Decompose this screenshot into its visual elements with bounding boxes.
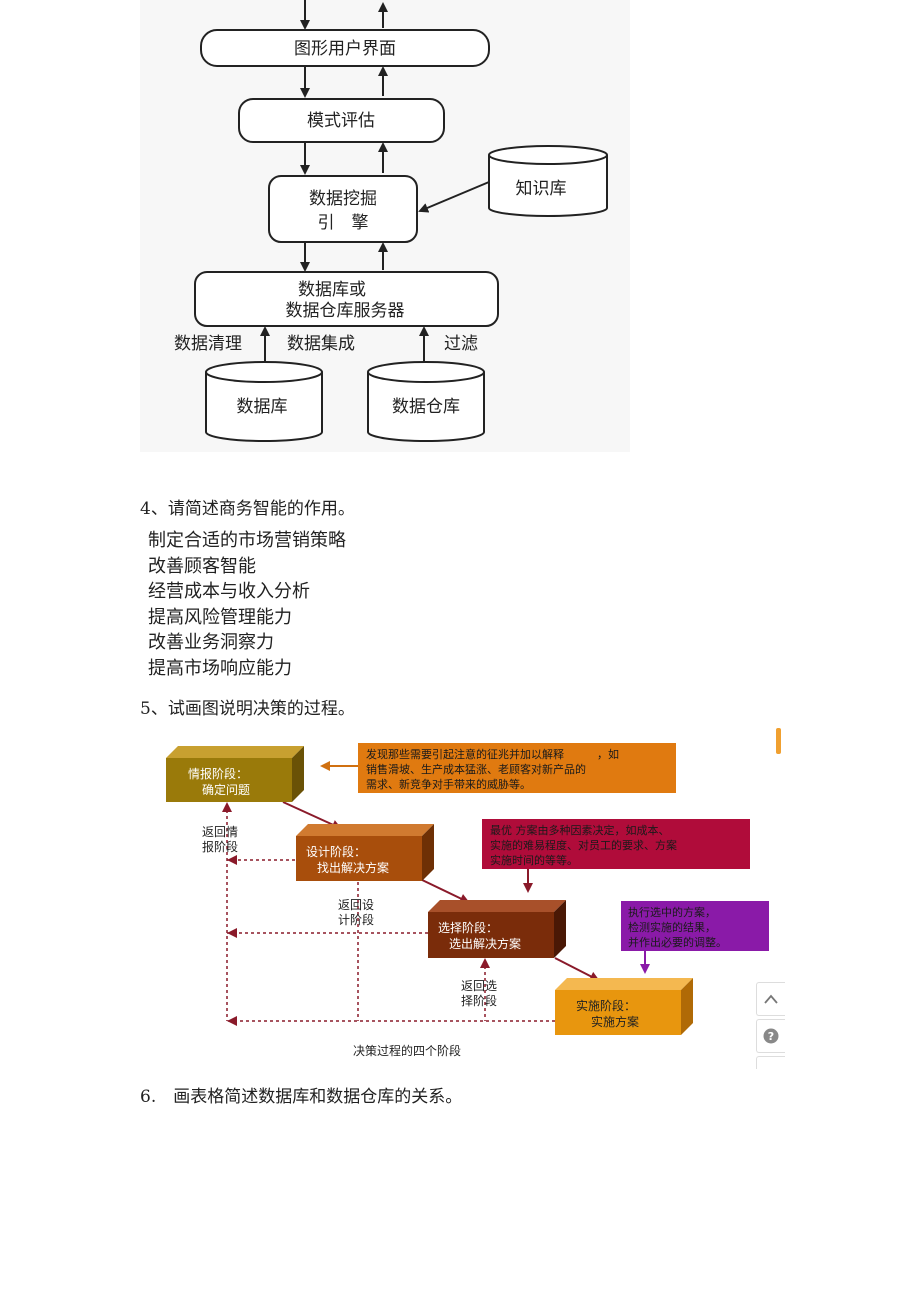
database-cylinder [205, 361, 323, 442]
gui-label: 图形用户界面 [294, 39, 396, 59]
list-item: 制定合适的市场营销策略 [148, 530, 346, 551]
integration-label: 数据集成 [287, 334, 355, 354]
filtering-label: 过滤 [444, 334, 478, 354]
return-intelligence-label-2: 报阶段 [202, 839, 238, 854]
knowledge-base-cylinder [488, 145, 608, 217]
knowledge-base-label: 知识库 [516, 179, 567, 199]
note-choice-line-1: 最优 方案由多种因素决定，如成本、 [490, 823, 670, 837]
question-4: 4、请简述商务智能的作用。 [140, 499, 355, 519]
return-design-label-2: 计阶段 [338, 912, 374, 927]
database-label: 数据库 [237, 397, 288, 417]
data-warehouse-cylinder [367, 361, 485, 442]
return-choice-label-1: 返回选 [461, 979, 497, 993]
mining-engine-label-2: 引 擎 [318, 213, 369, 233]
question-icon: ? [763, 1028, 779, 1044]
question-5: 5、试画图说明决策的过程。 [140, 699, 355, 719]
decision-caption: 决策过程的四个阶段 [353, 1043, 461, 1058]
decision-process-diagram: 情报阶段： 确定问题 设计阶段： 找出解决方案 选择阶段： 选出解决方案 实施阶… [166, 743, 769, 1058]
db-server-label-2: 数据仓库服务器 [286, 301, 405, 321]
list-item: 改善业务洞察力 [148, 632, 274, 653]
question-6: 6. 画表格简述数据库和数据仓库的关系。 [140, 1087, 463, 1107]
list-item: 经营成本与收入分析 [148, 581, 310, 602]
side-tab-marker [776, 728, 781, 754]
stage-intelligence-title: 情报阶段： [188, 766, 248, 781]
list-item: 提高市场响应能力 [148, 657, 292, 679]
return-intelligence-label-1: 返回情 [202, 825, 238, 839]
note-intelligence-line-2: 销售滑坡、生产成本猛涨、老顾客对新产品的 [366, 762, 586, 776]
cleaning-label: 数据清理 [174, 334, 242, 354]
architecture-diagram: 图形用户界面 模式评估 数据挖掘 引 擎 知识库 数据库或 数据仓库服务器 数据… [140, 0, 630, 452]
svg-text:?: ? [768, 1030, 774, 1043]
note-intelligence [358, 743, 676, 793]
return-design-label-1: 返回设 [338, 898, 374, 912]
stage-design-sub: 找出解决方案 [317, 860, 389, 875]
note-implementation-line-2: 检测实施的结果， [628, 920, 716, 934]
chevron-up-icon [764, 994, 778, 1004]
note-implementation [621, 901, 769, 951]
gui-box [200, 29, 490, 67]
stage-intelligence-block [166, 746, 304, 802]
return-choice-label-2: 择阶段 [461, 993, 497, 1008]
scroll-top-button[interactable] [756, 982, 785, 1016]
note-choice-line-3: 实施时间的等等。 [490, 853, 578, 867]
stage-choice-sub: 选出解决方案 [449, 936, 521, 951]
data-warehouse-label: 数据仓库 [392, 397, 460, 417]
pattern-eval-box [238, 98, 445, 143]
note-implementation-line-3: 并作出必要的调整。 [628, 935, 727, 949]
stage-design-block [296, 824, 434, 881]
stage-design-title: 设计阶段： [306, 844, 366, 859]
list-item: 改善顾客智能 [148, 555, 256, 577]
more-button[interactable] [756, 1056, 785, 1069]
help-button[interactable]: ? [756, 1019, 785, 1053]
stage-intelligence-sub: 确定问题 [202, 782, 250, 797]
stage-choice-block [428, 900, 566, 958]
db-server-label-1: 数据库或 [298, 280, 366, 300]
stage-choice-title: 选择阶段： [438, 920, 498, 935]
note-choice-line-2: 实施的难易程度、对员工的要求、方案 [490, 838, 677, 852]
list-item: 提高风险管理能力 [148, 606, 292, 628]
mining-engine-label-1: 数据挖掘 [309, 189, 377, 209]
stage-implementation-title: 实施阶段： [576, 998, 636, 1013]
note-intelligence-line-3: 需求、新竞争对手带来的威胁等。 [366, 777, 531, 791]
q4-answer-list: 制定合适的市场营销策略 改善顾客智能 经营成本与收入分析 提高风险管理能力 改善… [148, 528, 346, 681]
note-choice [482, 819, 750, 869]
stage-implementation-sub: 实施方案 [591, 1014, 639, 1029]
mining-engine-box [268, 175, 418, 243]
stage-implementation-block [555, 978, 693, 1035]
note-intelligence-line-1: 发现那些需要引起注意的征兆并加以解释 ，如 [366, 747, 619, 761]
pattern-eval-label: 模式评估 [307, 111, 375, 131]
note-implementation-line-1: 执行选中的方案， [628, 905, 716, 919]
db-server-box [194, 271, 499, 327]
